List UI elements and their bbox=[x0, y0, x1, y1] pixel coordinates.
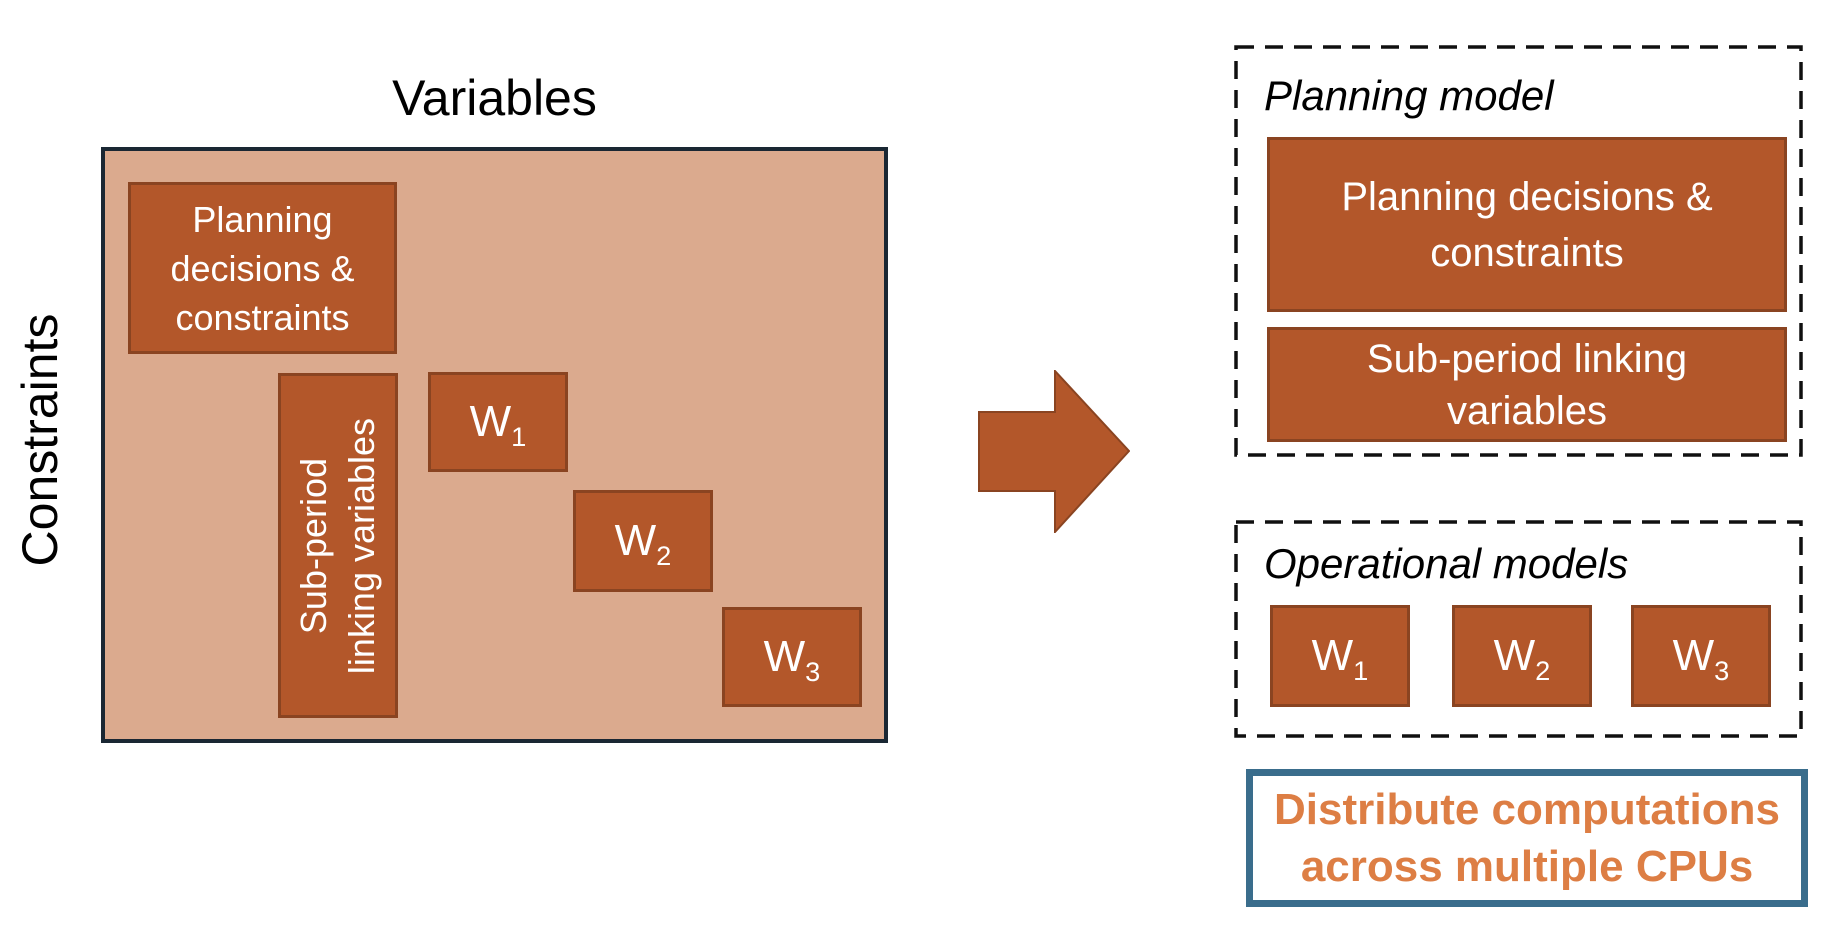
operational-w2-label: W2 bbox=[1493, 631, 1551, 686]
matrix-planning-block: Planning decisions & constraints bbox=[128, 182, 397, 354]
distribute-cpus-callout: Distribute computations across multiple … bbox=[1246, 769, 1808, 907]
subperiod-linking-block: Sub-period linking variables bbox=[1267, 327, 1787, 442]
variables-axis-label: Variables bbox=[392, 70, 597, 126]
matrix-w3-block: W3 bbox=[722, 607, 862, 707]
matrix-w1-label: W1 bbox=[469, 397, 527, 452]
planning-decisions-block: Planning decisions & constraints bbox=[1267, 137, 1787, 312]
operational-w2-block: W2 bbox=[1452, 605, 1592, 707]
operational-models-title: Operational models bbox=[1264, 540, 1629, 587]
matrix-linking-block: Sub-period linking variables bbox=[278, 373, 398, 718]
operational-models-dashed-border bbox=[1234, 520, 1803, 738]
operational-w1-block: W1 bbox=[1270, 605, 1410, 707]
matrix-w3-label: W3 bbox=[763, 632, 821, 687]
operational-w3-label: W3 bbox=[1672, 631, 1730, 686]
matrix-planning-block-label: Planning decisions & constraints bbox=[170, 198, 355, 338]
matrix-w2-label: W2 bbox=[614, 516, 672, 571]
operational-w1-label: W1 bbox=[1311, 631, 1369, 686]
matrix-linking-block-label: Sub-period linking variables bbox=[293, 417, 382, 674]
planning-decisions-block-label: Planning decisions & constraints bbox=[1341, 174, 1713, 275]
planning-model-title: Planning model bbox=[1264, 72, 1554, 119]
subperiod-linking-block-label: Sub-period linking variables bbox=[1366, 336, 1688, 433]
distribute-cpus-text: Distribute computations across multiple … bbox=[1273, 785, 1781, 891]
matrix-w1-block: W1 bbox=[428, 372, 568, 472]
right-arrow-icon bbox=[978, 370, 1130, 533]
matrix-w2-block: W2 bbox=[573, 490, 713, 592]
planning-model-dashed-border bbox=[1234, 45, 1803, 457]
operational-w3-block: W3 bbox=[1631, 605, 1771, 707]
constraints-axis-label: Constraints bbox=[12, 313, 68, 567]
